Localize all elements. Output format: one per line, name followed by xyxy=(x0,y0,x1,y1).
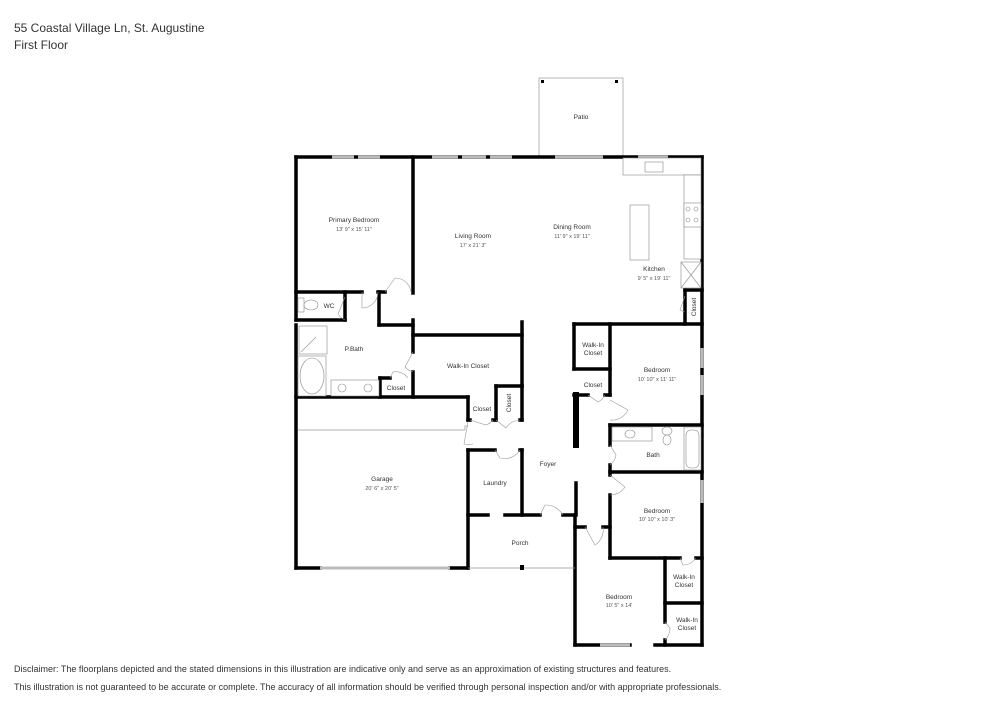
room-labels: Patio Primary Bedroom 13' 9" x 15' 11" L… xyxy=(324,114,699,632)
dining-room-label: Dining Room xyxy=(553,224,591,231)
bedroom2-dims: 10' 10" x 10' 3" xyxy=(639,517,675,523)
laundry-label: Laundry xyxy=(483,480,507,487)
disclaimer-line-2: This illustration is not guaranteed to b… xyxy=(14,682,722,692)
walkin-closet-bed2-label-1: Walk-In xyxy=(673,574,695,581)
walkin-closet-bed1-label-1: Walk-In xyxy=(582,342,604,349)
pbath-closet-label: Closet xyxy=(387,385,406,392)
walkin-closet-bed3-label-1: Walk-In xyxy=(676,617,698,624)
kitchen-closet-label: Closet xyxy=(691,298,698,317)
property-address: 55 Coastal Village Ln, St. Augustine xyxy=(14,21,205,35)
closet-bed1-label: Closet xyxy=(584,382,603,389)
bath-label: Bath xyxy=(646,452,660,459)
garage-dims: 20' 6" x 20' 5" xyxy=(365,486,398,492)
primary-bedroom-label: Primary Bedroom xyxy=(329,217,380,224)
floor-title: First Floor xyxy=(14,38,68,52)
kitchen-dims: 9' 5" x 19' 11" xyxy=(638,276,671,282)
hall-closet-1-label: Closet xyxy=(473,406,492,413)
primary-bedroom-dims: 13' 9" x 15' 11" xyxy=(336,227,372,233)
hall-closet-2-label: Closet xyxy=(506,394,513,413)
kitchen-label: Kitchen xyxy=(643,266,665,273)
dining-room-dims: 11' 9" x 19' 11" xyxy=(554,234,590,240)
windows xyxy=(320,155,704,647)
walkin-closet-bed2-label-2: Closet xyxy=(675,582,694,589)
living-room-label: Living Room xyxy=(455,233,491,240)
garage-label: Garage xyxy=(371,476,393,483)
wc-label: WC xyxy=(324,303,335,310)
walkin-closet-bed3-label-2: Closet xyxy=(678,625,697,632)
walkin-closet-bed1-label-2: Closet xyxy=(584,350,603,357)
fixtures xyxy=(297,157,702,471)
bedroom1-label: Bedroom xyxy=(644,367,670,374)
foyer-label: Foyer xyxy=(540,461,557,468)
pbath-label: P.Bath xyxy=(345,346,364,353)
doors xyxy=(337,277,697,641)
porch-label: Porch xyxy=(512,540,529,547)
patio-label: Patio xyxy=(574,114,589,121)
walkin-closet-label: Walk-In Closet xyxy=(447,363,489,370)
bedroom2-label: Bedroom xyxy=(644,508,670,515)
bedroom3-label: Bedroom xyxy=(606,594,632,601)
bedroom1-dims: 10' 10" x 11' 11" xyxy=(638,377,677,383)
living-room-dims: 17' x 21' 3" xyxy=(460,243,487,249)
interior-walls xyxy=(294,155,704,647)
disclaimer-line-1: Disclaimer: The floorplans depicted and … xyxy=(14,664,672,674)
bedroom3-dims: 10' 5" x 14' xyxy=(606,603,633,609)
